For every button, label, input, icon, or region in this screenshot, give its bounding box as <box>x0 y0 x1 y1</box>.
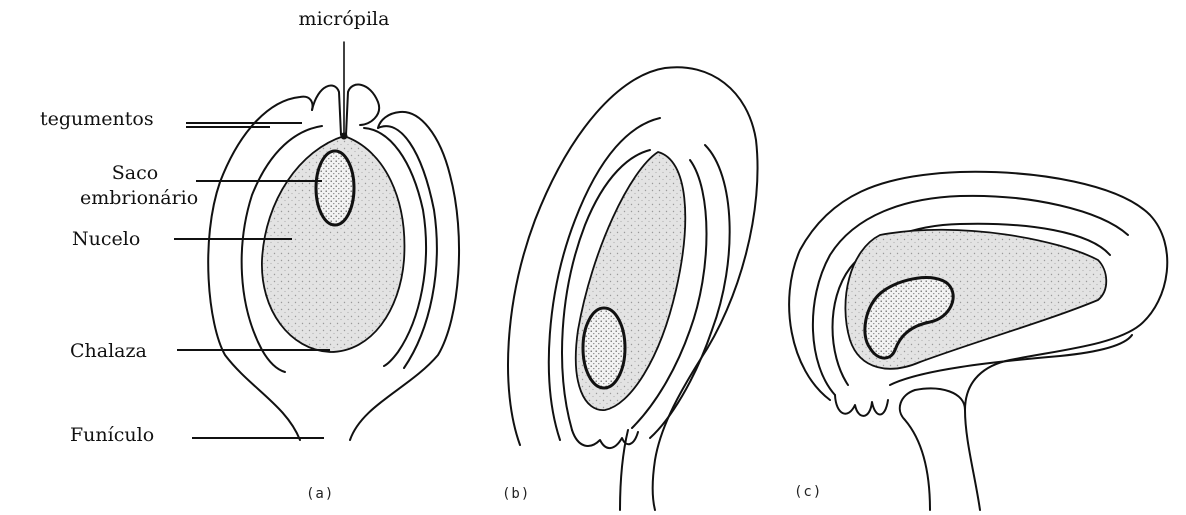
embryo-sac-label-line1: Saco <box>80 162 190 184</box>
panel-label-a: (a) <box>306 486 334 502</box>
embryo-sac-label-line2: embrionário <box>80 187 190 209</box>
ovule-a <box>208 42 459 440</box>
chalaza-label: Chalaza <box>70 340 147 362</box>
funiculus-c-left <box>900 388 965 510</box>
micropyle-label: micrópila <box>296 8 392 30</box>
panel-label-c: (c) <box>794 484 822 500</box>
ovule-c <box>789 172 1167 510</box>
embryo-sac-a <box>316 151 354 225</box>
panel-label-b: (b) <box>502 486 530 502</box>
ovule-b <box>508 67 758 510</box>
micropyle-point <box>342 134 347 139</box>
micropyle-lobes-c <box>835 395 888 416</box>
embryo-sac-b <box>583 308 625 388</box>
integuments-label: tegumentos <box>40 108 154 130</box>
nucellus-label: Nucelo <box>72 228 140 250</box>
funiculus-label: Funículo <box>70 424 154 446</box>
integument-top-right <box>346 85 379 135</box>
